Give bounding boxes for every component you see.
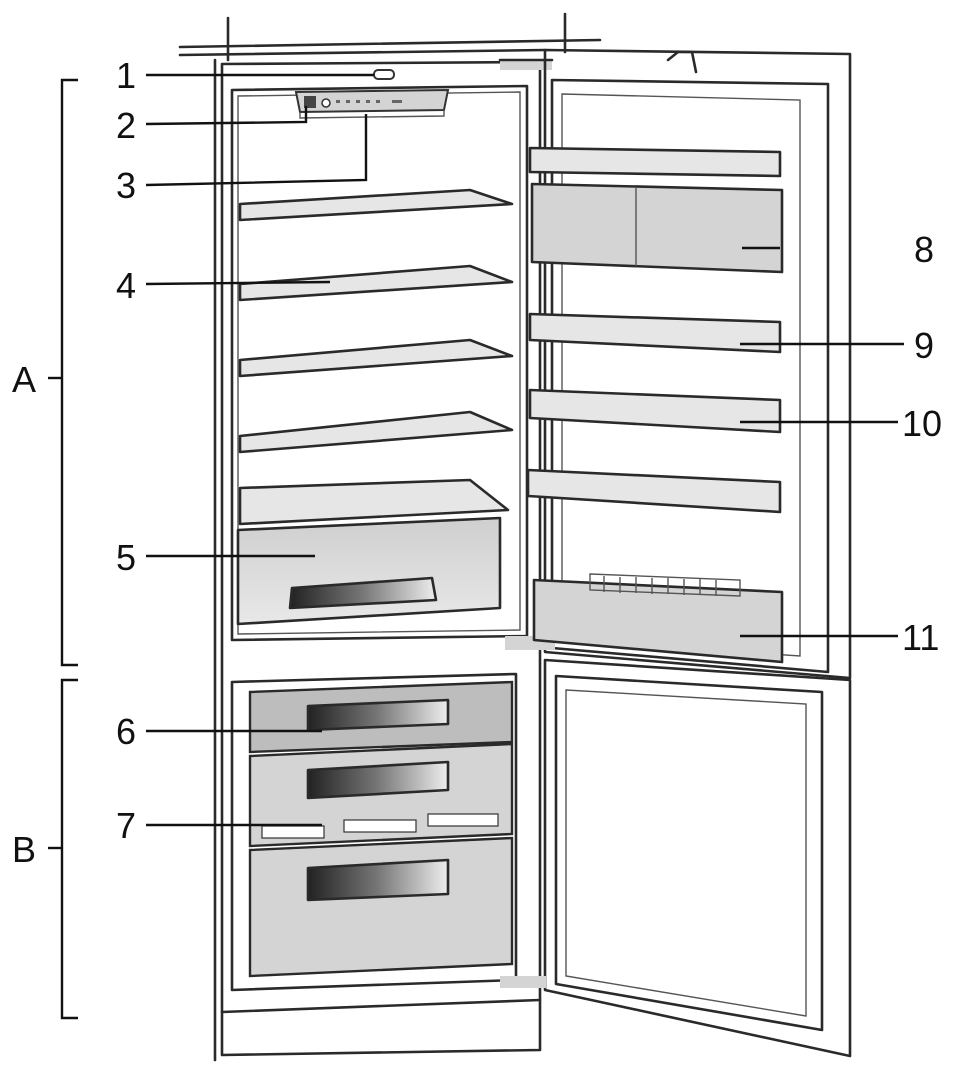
freezer-drawer-bottom [248, 836, 514, 978]
callout-3: 3 [116, 165, 136, 206]
bottle-shelf [532, 573, 784, 664]
vegetable-drawer [236, 516, 502, 626]
freezer-compartment [220, 672, 542, 1014]
freezer-door [500, 658, 852, 1058]
callout-9: 9 [914, 325, 934, 366]
callout-5: 5 [116, 537, 136, 578]
fridge-compartment [220, 58, 554, 1057]
leader-lines [145, 73, 904, 827]
section-label-b: B [12, 829, 36, 870]
callout-11: 11 [902, 617, 939, 658]
callout-6: 6 [116, 711, 136, 752]
callout-4: 4 [116, 265, 136, 306]
callout-2: 2 [116, 105, 136, 146]
callout-10: 10 [902, 403, 942, 444]
section-label-a: A [12, 359, 36, 400]
light-switch [373, 69, 395, 80]
control-panel [294, 88, 450, 114]
callout-7: 7 [116, 805, 136, 846]
callout-1: 1 [116, 55, 136, 96]
butter-compartment [532, 184, 782, 272]
section-brackets [48, 78, 78, 1020]
glass-shelves [238, 188, 514, 526]
door-shelves [526, 146, 784, 514]
callout-8: 8 [914, 229, 934, 270]
fridge-door [505, 48, 852, 680]
